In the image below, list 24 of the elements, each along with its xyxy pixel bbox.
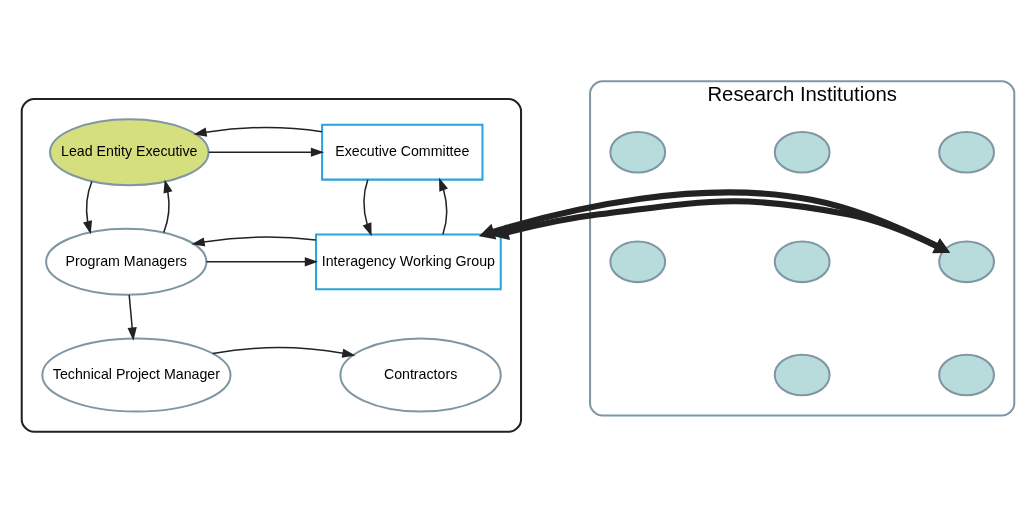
arrow	[205, 256, 318, 266]
arrow	[82, 180, 93, 234]
arrow	[478, 188, 950, 253]
node-circle	[773, 130, 831, 174]
arrow	[162, 179, 172, 233]
arrow	[211, 346, 355, 358]
node-circle	[773, 353, 831, 396]
arrow	[207, 147, 324, 157]
node-circle	[937, 240, 995, 283]
node-ellipse: Technical Project Manager	[40, 336, 232, 413]
node-circle	[937, 130, 995, 174]
arrow	[127, 293, 137, 341]
arrow	[192, 126, 323, 137]
node-circle	[937, 353, 995, 396]
node-circle	[608, 240, 666, 283]
node-circle	[608, 130, 666, 174]
node-box: Executive Committee	[320, 123, 483, 181]
cluster: Research Institutions	[588, 79, 1015, 417]
node-box: Interagency Working Group	[314, 232, 502, 290]
node-circle	[773, 240, 831, 283]
arrow	[191, 235, 316, 247]
arrow	[438, 177, 448, 235]
cluster	[20, 97, 522, 433]
arrow	[362, 178, 372, 236]
